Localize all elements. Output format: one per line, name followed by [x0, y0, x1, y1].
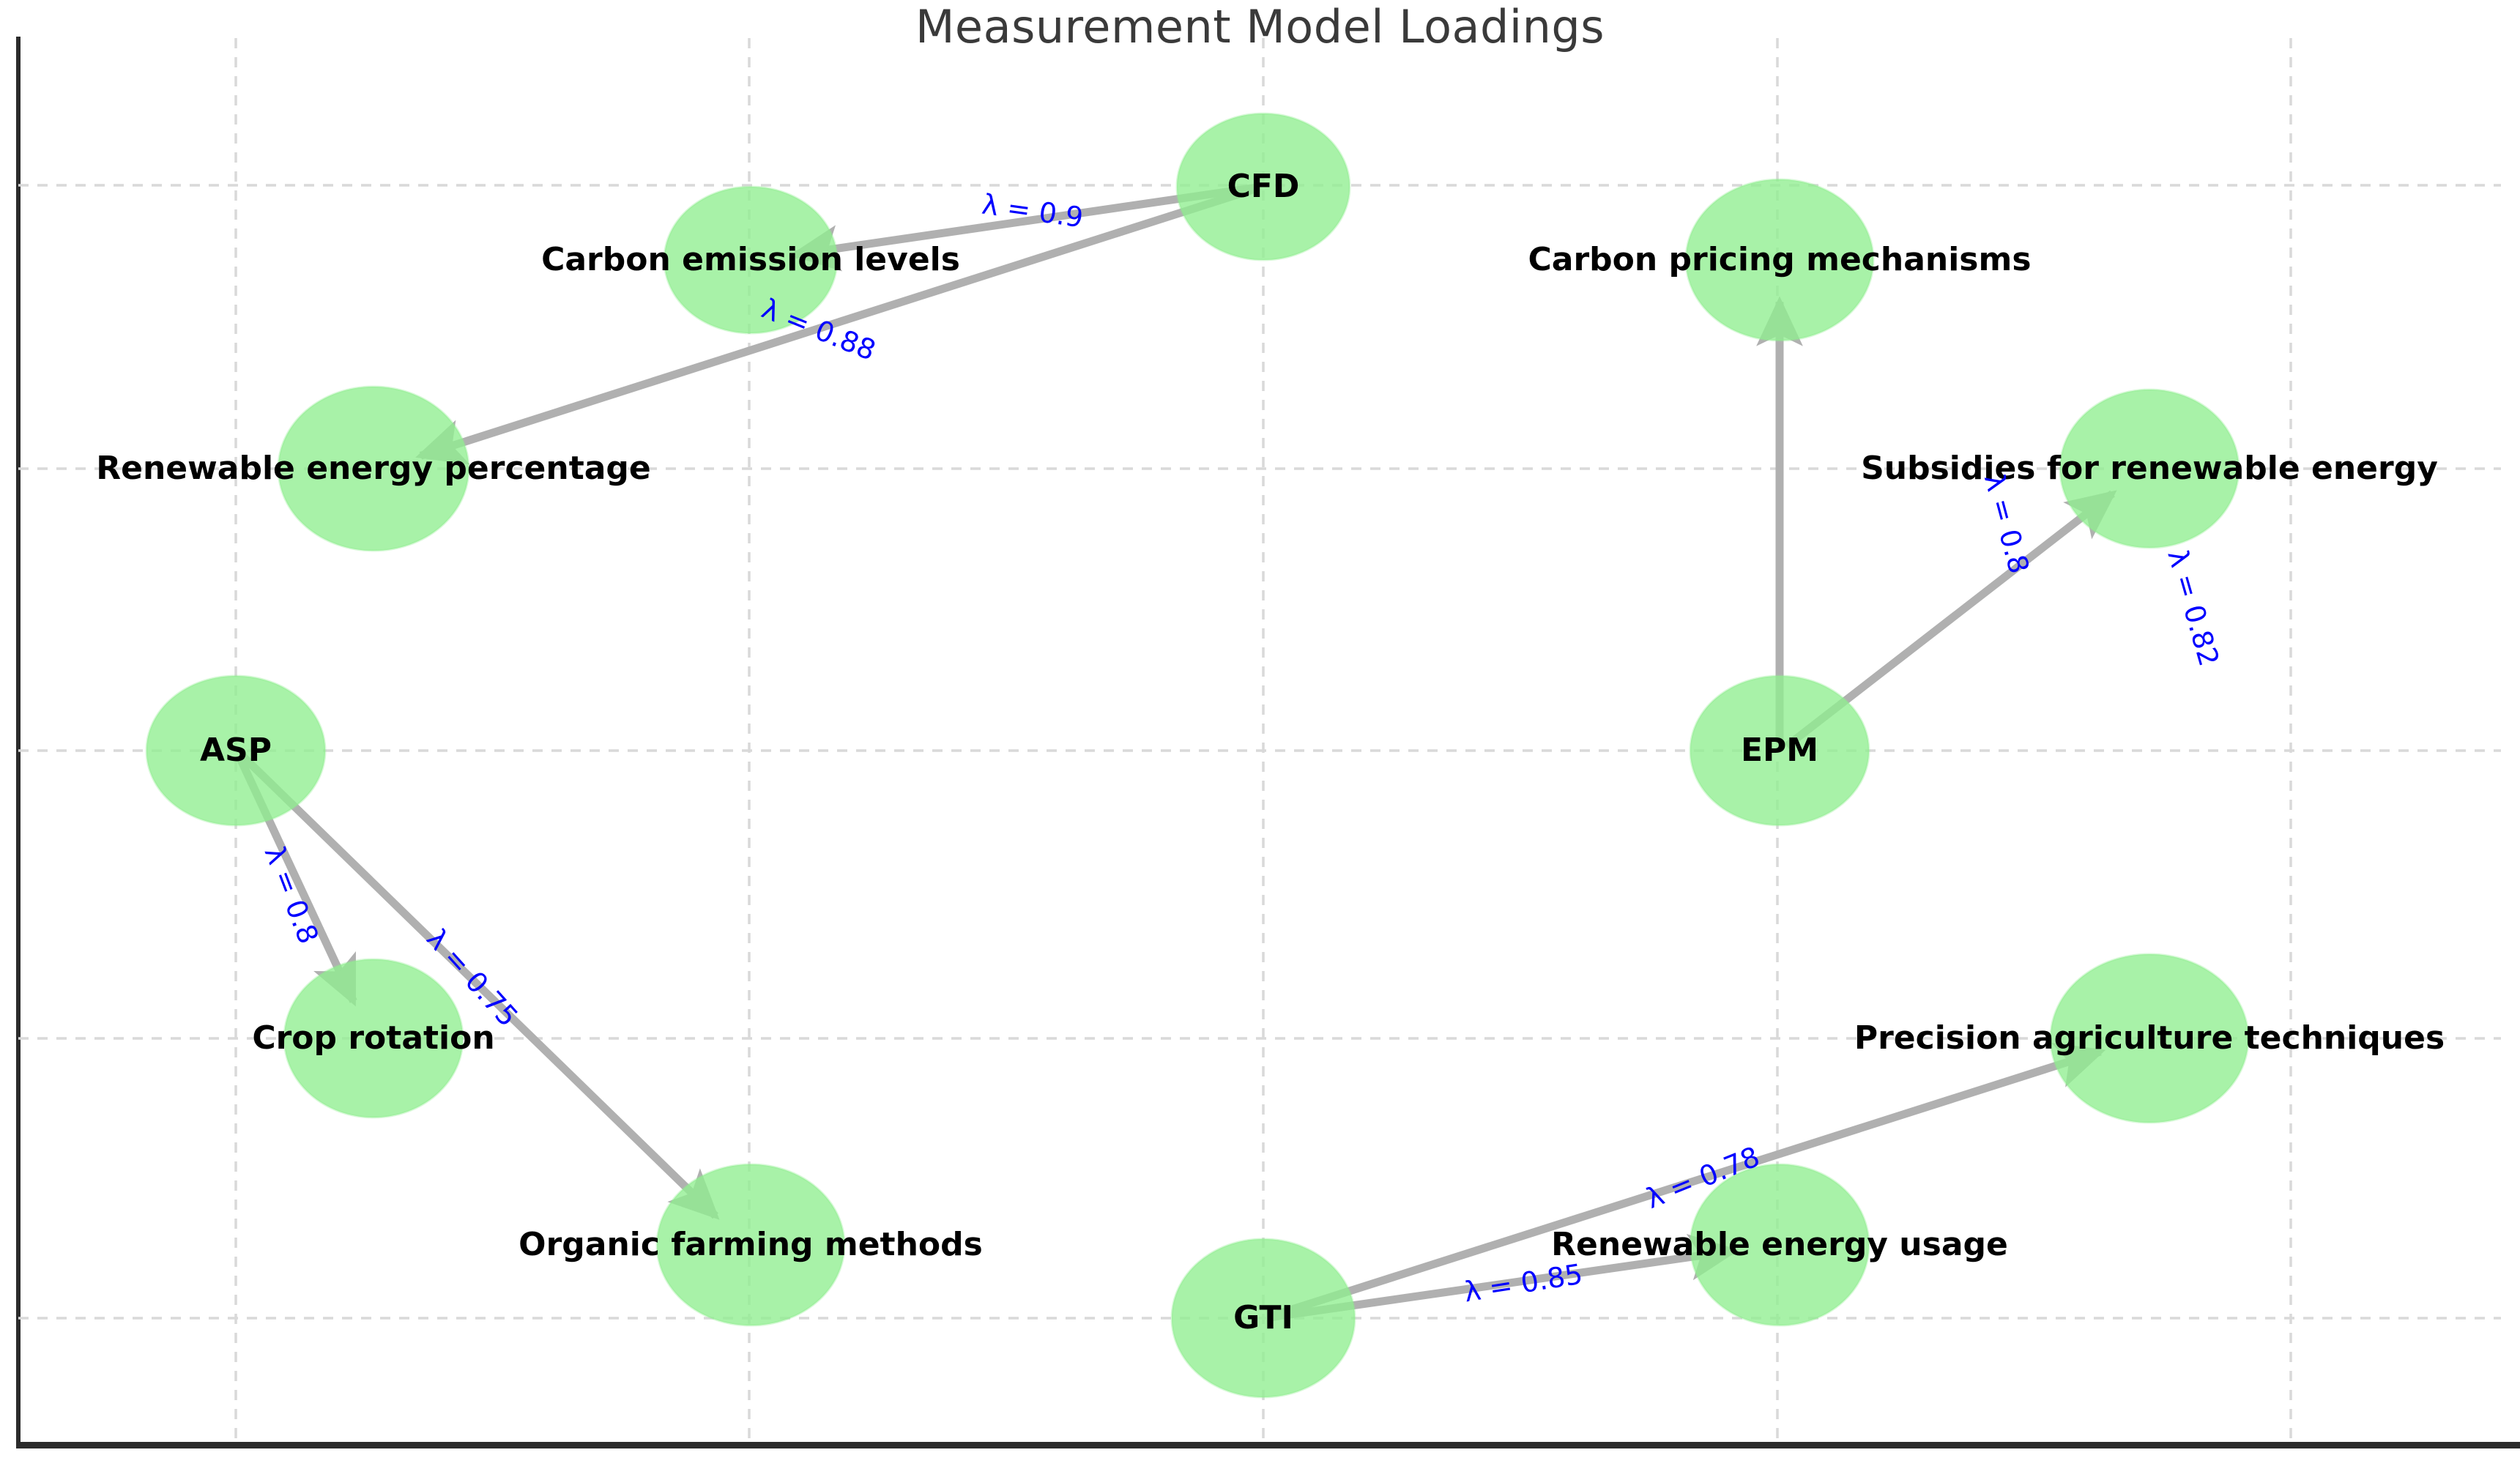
node-subsidies_for_renewable_energy[interactable]: [2059, 388, 2240, 549]
node-organic_farming_methods[interactable]: [655, 1163, 846, 1327]
edge-CFD-to-renewable_energy_percentage: [415, 185, 1257, 465]
node-label-renewable_energy_usage: Renewable energy usage: [1551, 1226, 2008, 1263]
node-label-CFD: CFD: [1227, 168, 1300, 205]
plot-axes-frame: [16, 37, 2520, 1448]
node-label-EPM: EPM: [1740, 732, 1819, 769]
node-renewable_energy_percentage[interactable]: [277, 385, 470, 552]
node-label-ASP: ASP: [200, 732, 272, 769]
node-precision_agriculture_techniques[interactable]: [2049, 953, 2250, 1124]
edge-GTI-to-precision_agriculture_techniques: [1271, 1042, 2106, 1320]
node-label-precision_agriculture_techniques: Precision agriculture techniques: [1854, 1019, 2445, 1057]
node-renewable_energy_usage[interactable]: [1689, 1163, 1870, 1327]
node-ASP[interactable]: [145, 674, 327, 827]
node-carbon_pricing_mechanisms[interactable]: [1684, 178, 1875, 342]
node-CFD[interactable]: [1175, 112, 1351, 261]
node-label-crop_rotation: Crop rotation: [252, 1019, 495, 1057]
node-label-carbon_emission_levels: Carbon emission levels: [541, 241, 960, 278]
node-label-GTI: GTI: [1233, 1299, 1293, 1336]
node-label-carbon_pricing_mechanisms: Carbon pricing mechanisms: [1528, 241, 2032, 278]
node-layer: [145, 112, 2250, 1399]
node-crop_rotation[interactable]: [283, 958, 464, 1119]
node-label-organic_farming_methods: Organic farming methods: [519, 1226, 983, 1263]
edge-ASP-to-organic_farming_methods: [239, 753, 720, 1220]
node-label-subsidies_for_renewable_energy: Subsidies for renewable energy: [1861, 450, 2438, 487]
node-EPM[interactable]: [1689, 674, 1870, 827]
node-label-renewable_energy_percentage: Renewable energy percentage: [96, 450, 651, 487]
page-title: Measurement Model Loadings: [915, 0, 1605, 53]
node-carbon_emission_levels[interactable]: [663, 185, 839, 335]
node-GTI[interactable]: [1170, 1238, 1356, 1399]
